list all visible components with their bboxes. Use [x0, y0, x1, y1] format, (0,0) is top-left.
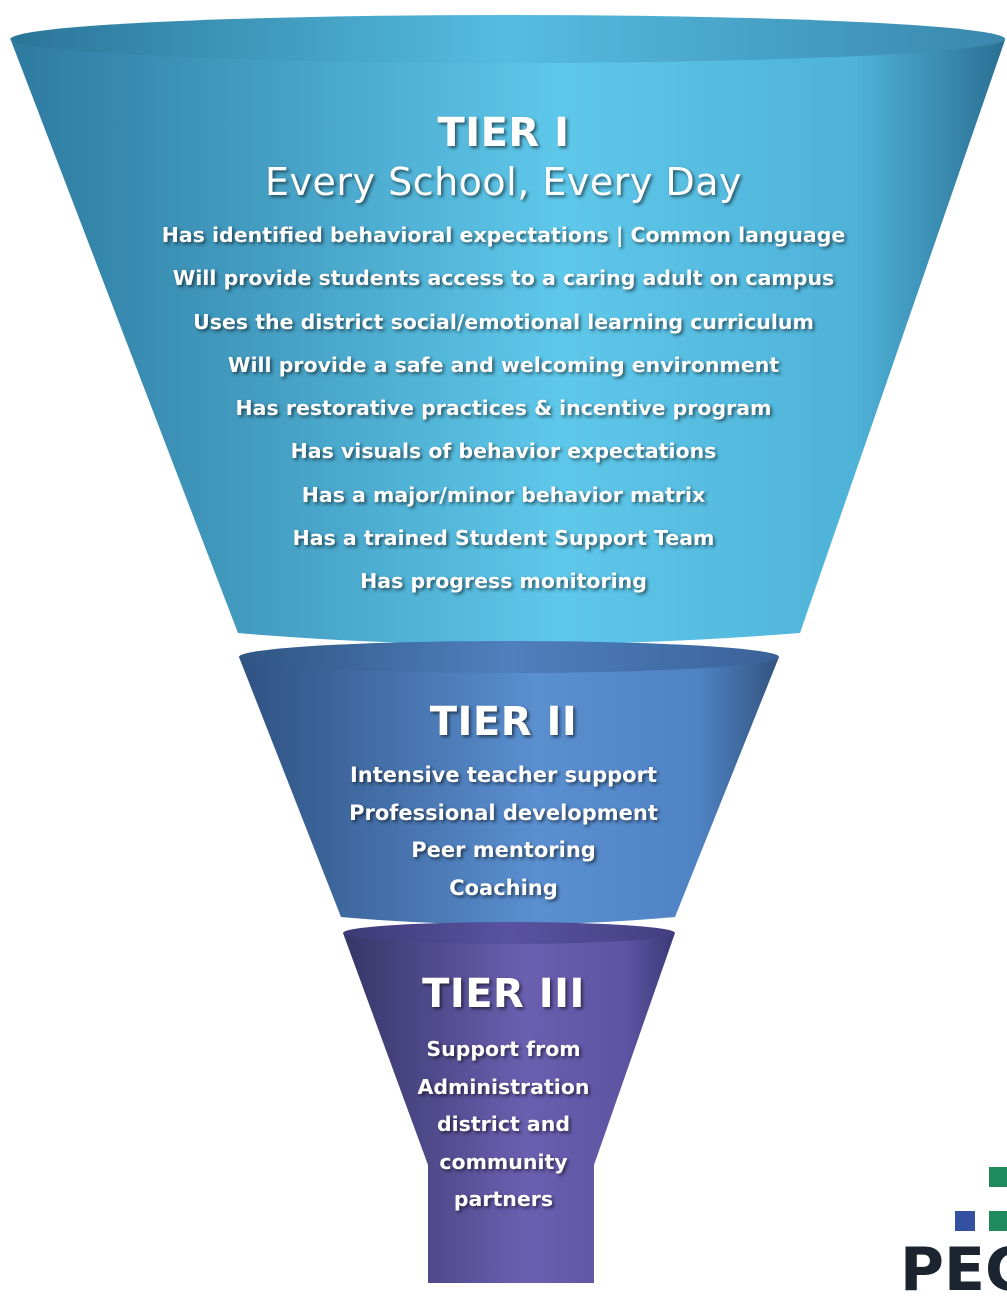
tier3-item: district and: [436, 1112, 571, 1137]
tier3-item: partners: [453, 1187, 554, 1212]
tier1-item: Has identified behavioral expectations |…: [161, 223, 846, 247]
tier1-subtitle: Every School, Every Day: [265, 160, 742, 204]
tier2-item: Professional development: [349, 800, 658, 825]
tier3-list: Support from Administration district and…: [0, 1031, 1007, 1219]
tier3-title: TIER III: [422, 971, 585, 1017]
tier1-item: Has restorative practices & incentive pr…: [235, 396, 772, 421]
tier1-list: Has identified behavioral expectations |…: [0, 214, 1007, 604]
tier2-rim: [239, 641, 779, 673]
tier1-item: Has a major/minor behavior matrix: [301, 482, 706, 507]
tier2-title: TIER II: [429, 699, 578, 745]
tier2-list: Intensive teacher support Professional d…: [0, 757, 1007, 907]
tier2-cone: [239, 643, 779, 925]
tier1-item: Has a trained Student Support Team: [292, 526, 715, 551]
tier1-item: Will provide a safe and welcoming enviro…: [227, 352, 780, 377]
tier1-item: Uses the district social/emotional learn…: [193, 309, 814, 334]
tier3-cone: [343, 924, 675, 1283]
tier1-section: TIER I Every School, Every Day Has ident…: [0, 108, 1007, 604]
tier3-item: Support from: [426, 1037, 581, 1061]
tier1-item: Has progress monitoring: [360, 569, 647, 594]
tier3-rim: [343, 922, 675, 944]
tier2-section: TIER II Intensive teacher support Profes…: [0, 697, 1007, 907]
tier2-item: Intensive teacher support: [349, 763, 658, 787]
tier2-item: Coaching: [449, 875, 558, 900]
tier3-section: TIER III Support from Administration dis…: [0, 969, 1007, 1219]
tier1-cone: [10, 21, 1005, 645]
tier2-item: Peer mentoring: [411, 838, 596, 862]
tier1-item: Will provide students access to a caring…: [172, 266, 835, 291]
tier3-item: community: [439, 1149, 568, 1174]
tier1-item: Has visuals of behavior expectations: [290, 439, 717, 464]
tier3-item: Administration: [417, 1074, 590, 1099]
tier1-rim: [11, 15, 1005, 63]
tier1-title: TIER I: [437, 110, 570, 156]
